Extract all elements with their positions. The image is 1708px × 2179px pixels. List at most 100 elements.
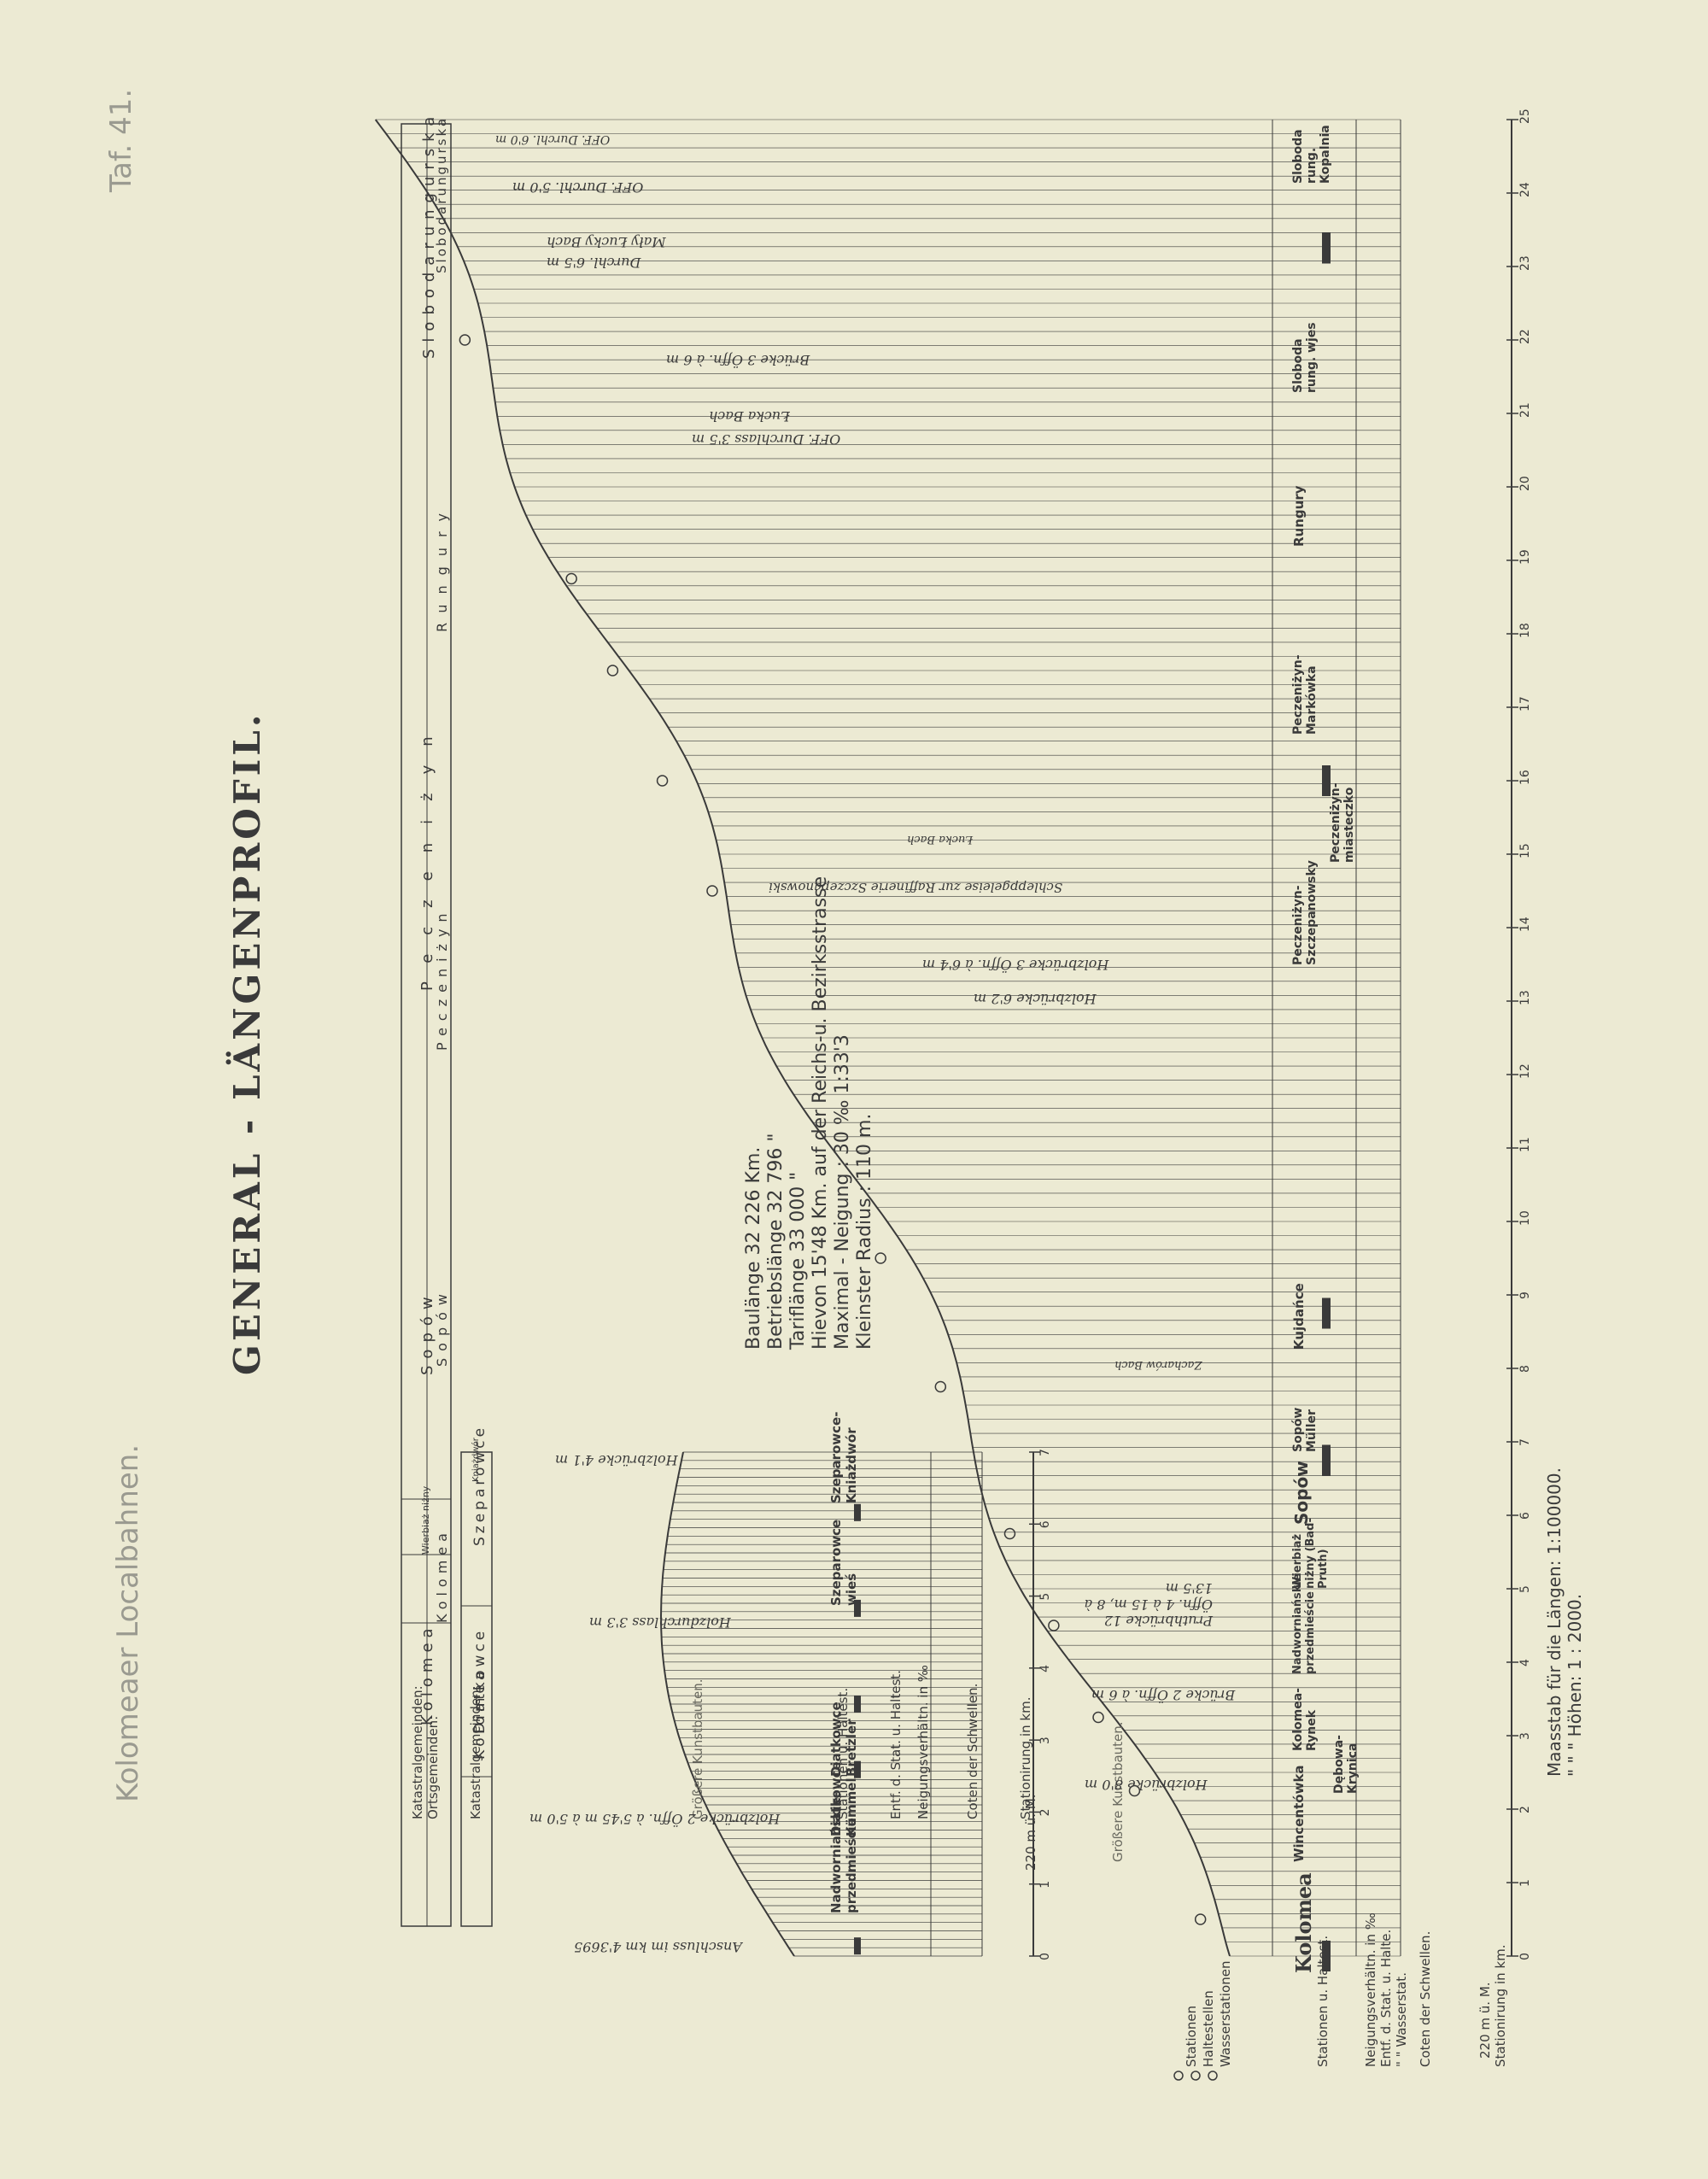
- legend-marker: [1208, 2071, 1218, 2081]
- lower-station-marker: [1322, 765, 1331, 796]
- upper-station-marker: [854, 1937, 861, 1955]
- lower-km-label: 1: [1518, 1879, 1532, 1887]
- gemeinde-bottom-diatkowce: Diatkowce: [471, 1627, 488, 1734]
- lower-km-label: 16: [1518, 770, 1532, 785]
- lower-neigung-label: Neigungsverhältn. in ‰: [1363, 1912, 1378, 2067]
- lower-km-label: 11: [1518, 1137, 1532, 1152]
- lower-station: Kujdańce: [1291, 1283, 1307, 1350]
- lower-structure: Brücke 3 Öffn. à 6 m: [666, 352, 810, 368]
- upper-kunstbauten-label: Größere Kunstbauten.: [690, 1678, 705, 1819]
- legend-stationen: Stationen: [1184, 2005, 1199, 2067]
- upper-structure: Holzdurchlass 3'3 m: [589, 1614, 731, 1631]
- lower-structure: Durchl. 6'5 m: [547, 255, 641, 271]
- lower-station: Dębowa-Krynica: [1332, 1735, 1360, 1794]
- lower-km-label: 4: [1518, 1659, 1532, 1666]
- legend-haltestellen: Haltestellen: [1201, 1990, 1216, 2067]
- lower-km-label: 8: [1518, 1365, 1532, 1373]
- kunstbau-marker: [706, 885, 718, 897]
- lower-entf2-label: " " Wasserstat.: [1394, 1972, 1409, 2067]
- kunstbau-marker: [606, 665, 619, 677]
- upper-entf-label: Entf. d. Stat. u. Haltest.: [888, 1670, 904, 1819]
- kunstbau-marker: [1048, 1620, 1060, 1631]
- lower-profile-line: [374, 119, 1231, 1957]
- kunstbau-marker: [565, 572, 577, 585]
- lower-station: Sloboda rung. wjes: [1291, 322, 1319, 393]
- lower-km-label: 10: [1518, 1210, 1532, 1226]
- lower-km-label: 18: [1518, 623, 1532, 638]
- gemeinde-top-wierbiaz: Wierbiaż niżny: [420, 1485, 431, 1555]
- lower-station-marker: [1322, 1297, 1331, 1329]
- lower-structure: Brücke 2 Öffn. à 6 m: [1091, 1687, 1236, 1703]
- upper-datum: 220 m ü. M.: [1023, 1794, 1038, 1871]
- scale-note: Maasstab für die Längen: 1:100000. " " "…: [1544, 1467, 1585, 1777]
- lower-structure: OFF. Durchl. 5'0 m: [512, 179, 644, 196]
- upper-km-label: 5: [1038, 1593, 1052, 1601]
- legend-marker: [1190, 2071, 1201, 2081]
- lower-stationirung-label: Stationirung in km.: [1493, 1944, 1508, 2067]
- lower-km-label: 24: [1518, 182, 1532, 197]
- scale-heights: " " " Höhen: 1 : 2000.: [1565, 1593, 1585, 1777]
- lower-km-label: 17: [1518, 696, 1532, 712]
- lower-structure: OFF. Durchlass 3'5 m: [692, 431, 841, 448]
- lower-station: Wincentówka: [1291, 1765, 1307, 1862]
- upper-km-label: 0: [1038, 1953, 1052, 1960]
- lower-station: Peczeniżyn-miasteczko: [1329, 782, 1356, 863]
- gemeinde-mid-kolomea: Kolomea: [434, 1528, 450, 1623]
- summary-line: Baulänge 32 226 Km.: [743, 1146, 764, 1350]
- lower-station-marker: [1322, 1941, 1331, 1971]
- lower-structure: Schleppgeleise zur Raffinerie Szczepanow…: [769, 880, 1063, 895]
- kunstbau-marker: [1003, 1527, 1016, 1540]
- lower-structure: Łucka Bach: [907, 833, 974, 846]
- lower-station: Sopów Müller: [1291, 1407, 1319, 1452]
- lower-structure: Holzbrücke 8'0 m: [1085, 1777, 1208, 1793]
- upper-km-label: 1: [1038, 1881, 1052, 1889]
- lower-station-marker: [1322, 1444, 1331, 1476]
- gemeinde-mid-peczenizyn: Peczeniżyn: [434, 906, 450, 1051]
- upper-station: Szeparowce wieś: [828, 1519, 859, 1606]
- lower-km-label: 2: [1518, 1806, 1532, 1813]
- summary-block: Baulänge 32 226 Km. Betriebslänge 32 796…: [743, 876, 876, 1350]
- lower-station-marker: [1322, 232, 1331, 264]
- lower-km-label: 3: [1518, 1732, 1532, 1740]
- kunstbau-marker: [874, 1252, 886, 1264]
- upper-coten-label: Coten der Schwellen.: [965, 1683, 980, 1819]
- lower-km-label: 6: [1518, 1512, 1532, 1520]
- lower-station: Peczeniżyn-Markówka: [1291, 654, 1319, 735]
- summary-line: Hievon 15'48 Km. auf der Reichs-u. Bezir…: [810, 876, 831, 1350]
- scale-lengths: Maasstab für die Längen: 1:100000.: [1544, 1467, 1565, 1777]
- upper-station-marker: [854, 1503, 861, 1521]
- lower-structure: Mały Łucky Bach: [547, 234, 666, 250]
- upper-km-label: 7: [1038, 1449, 1052, 1456]
- gemeinde-top-kolomea: Kolomea: [418, 1623, 436, 1725]
- upper-km-label: 3: [1038, 1737, 1052, 1744]
- lower-coten-label: Coten der Schwellen.: [1418, 1930, 1433, 2067]
- lower-km-label: 0: [1518, 1953, 1532, 1960]
- lower-station: Kolomea-Rynek: [1291, 1688, 1319, 1751]
- upper-km-label: 4: [1038, 1665, 1052, 1672]
- lower-km-label: 9: [1518, 1292, 1532, 1299]
- gemeinde-mid-sopow: Sopów: [434, 1287, 450, 1367]
- lower-structure: Pruthbrücke 12 Öffn. 4 à 15 m, 8 à 13'5 …: [1084, 1580, 1213, 1629]
- kunstbau-marker: [1092, 1711, 1104, 1724]
- lower-km-label: 19: [1518, 549, 1532, 565]
- summary-line: Betriebslänge 32 796 ": [765, 1133, 787, 1350]
- kunstbau-marker: [656, 775, 669, 787]
- lower-km-label: 15: [1518, 843, 1532, 858]
- lower-km-label: 20: [1518, 476, 1532, 491]
- upper-station-marker: [854, 1760, 861, 1778]
- summary-line: Maximal - Neigung : 30 ‰ 1:33'3: [832, 1034, 853, 1350]
- upper-station-marker: [854, 1599, 861, 1617]
- legend-wasserstationen: Wasserstationen: [1218, 1960, 1233, 2067]
- upper-station: Szeparowce-Kniażdwór: [828, 1411, 859, 1503]
- lower-km-label: 23: [1518, 255, 1532, 271]
- lower-structure: Holzbrücke 6'2 m: [974, 991, 1097, 1007]
- lower-km-label: 14: [1518, 917, 1532, 932]
- lower-station: Sopów: [1291, 1461, 1312, 1525]
- upper-neigung-label: Neigungsverhältn. in ‰: [915, 1665, 931, 1819]
- kunstbau-marker: [459, 334, 471, 346]
- upper-structure: Holzbrücke 4'1 m: [555, 1452, 678, 1468]
- upper-structure: Holzbrücke 2 Öffn. à 5'45 m à 5'0 m: [529, 1811, 781, 1827]
- upper-structure: Anschluss im km 4'3695: [574, 1939, 742, 1955]
